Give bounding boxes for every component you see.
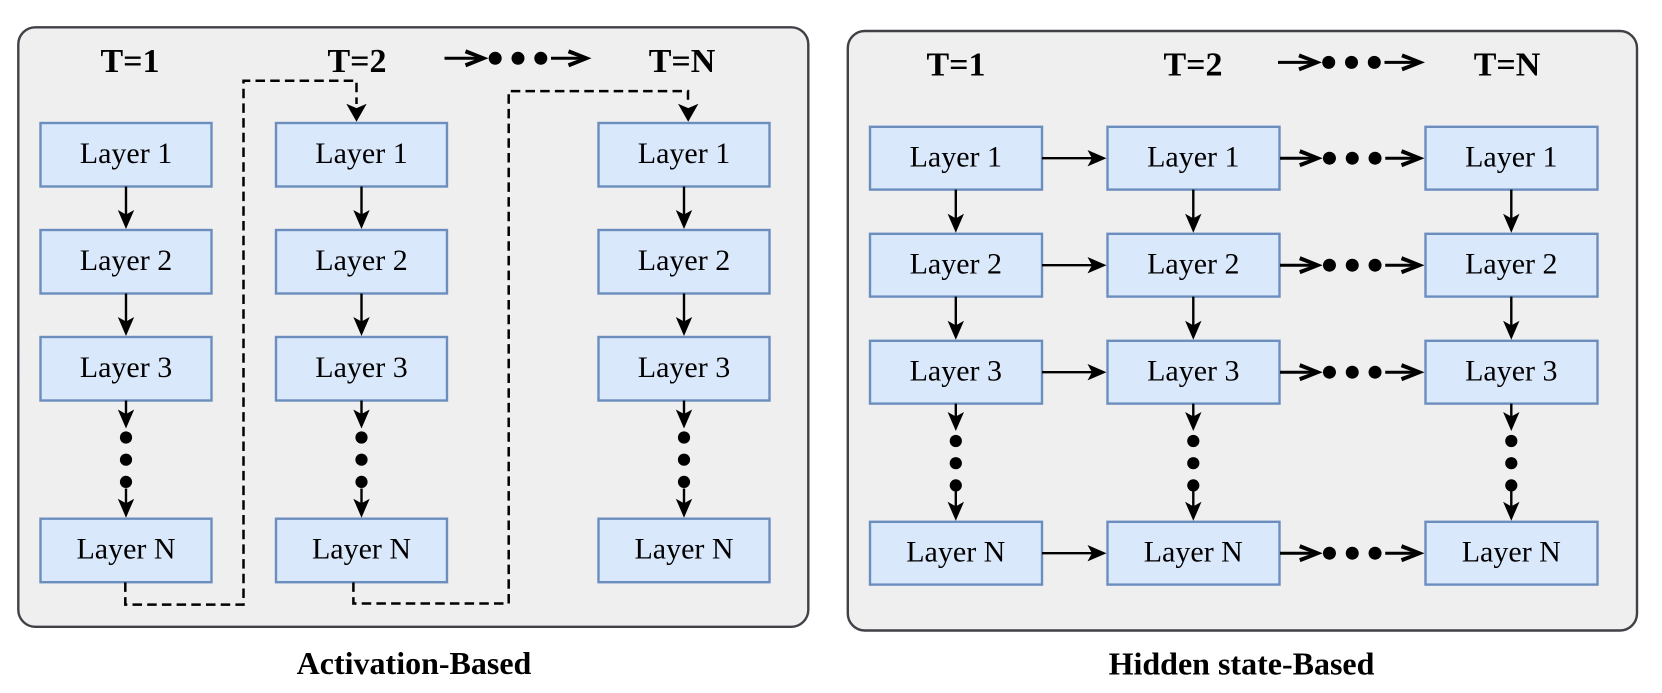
svg-text:Layer 3: Layer 3 [638,351,730,384]
svg-text:Layer 1: Layer 1 [910,140,1002,173]
svg-text:Activation-Based: Activation-Based [297,645,532,681]
svg-text:T=1: T=1 [926,47,985,84]
svg-text:T=1: T=1 [100,43,159,80]
svg-text:Layer N: Layer N [76,533,175,566]
svg-text:Layer 1: Layer 1 [638,137,730,170]
svg-text:Layer 3: Layer 3 [910,354,1002,387]
svg-text:Layer N: Layer N [906,535,1005,568]
svg-text:Layer 2: Layer 2 [1465,247,1557,280]
svg-text:T=2: T=2 [1163,47,1222,84]
svg-text:Layer 1: Layer 1 [1147,140,1239,173]
svg-text:Layer N: Layer N [634,533,733,566]
svg-text:T=2: T=2 [327,43,386,80]
svg-text:Layer 3: Layer 3 [1147,354,1239,387]
svg-text:Layer 3: Layer 3 [80,351,172,384]
svg-text:Layer 2: Layer 2 [315,244,407,277]
svg-text:Layer 1: Layer 1 [1465,140,1557,173]
svg-text:Layer 2: Layer 2 [638,244,730,277]
svg-text:Layer 2: Layer 2 [80,244,172,277]
svg-text:T=N: T=N [1474,47,1541,84]
svg-text:Layer N: Layer N [1144,535,1243,568]
svg-text:Layer N: Layer N [1462,535,1561,568]
svg-text:Layer 2: Layer 2 [1147,247,1239,280]
svg-text:Hidden state-Based: Hidden state-Based [1109,646,1375,682]
svg-text:Layer 1: Layer 1 [80,137,172,170]
svg-text:Layer 2: Layer 2 [910,247,1002,280]
svg-text:Layer 3: Layer 3 [315,351,407,384]
svg-text:Layer 3: Layer 3 [1465,354,1557,387]
svg-text:Layer N: Layer N [312,533,411,566]
svg-text:Layer 1: Layer 1 [315,137,407,170]
svg-text:T=N: T=N [649,43,716,80]
